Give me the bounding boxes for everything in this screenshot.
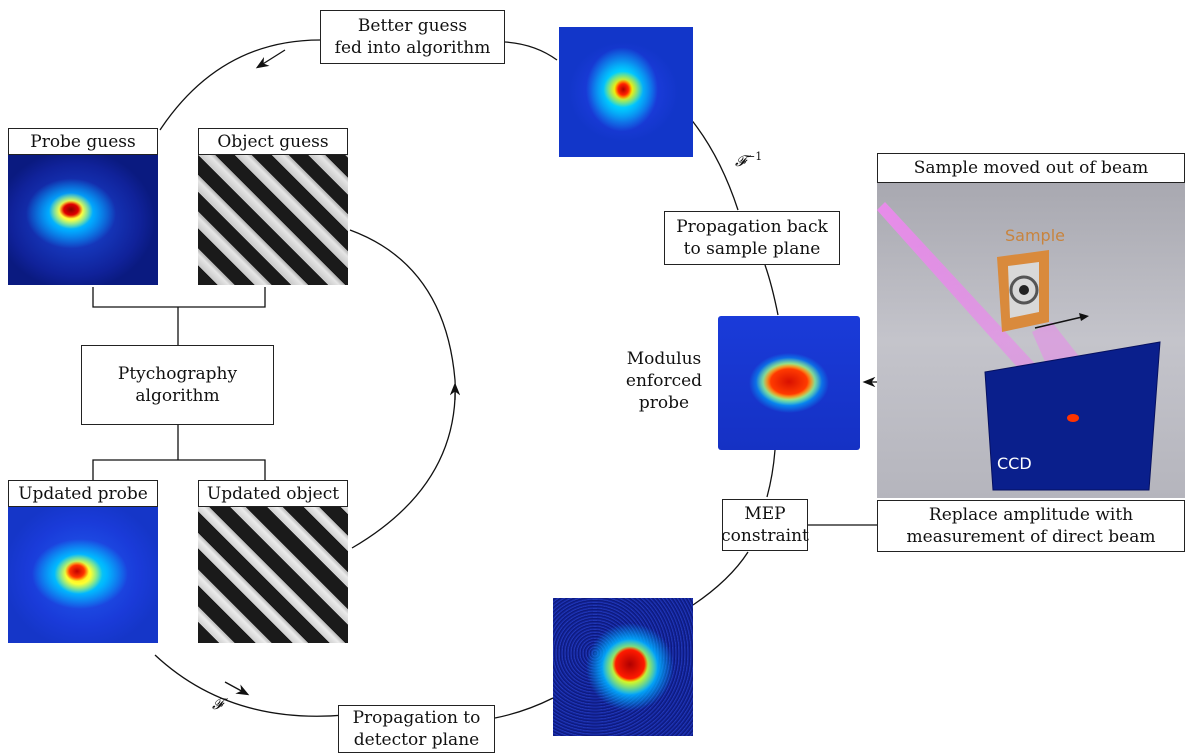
bracket-top (92, 287, 266, 345)
propagation-back-box: Propagation back to sample plane (664, 211, 840, 265)
sample-pattern (1009, 275, 1039, 305)
arc-bottom-left (154, 654, 346, 717)
updated-object-label: Updated object (198, 480, 348, 507)
modulus-label: Modulus enforced probe (625, 349, 703, 413)
move-arrow (1034, 316, 1083, 329)
scene-drawing: Sample CCD (877, 202, 1161, 491)
detector-pattern-image (553, 598, 693, 736)
experiment-scene: Sample CCD (877, 182, 1185, 498)
fourier-symbol: 𝓕 (212, 695, 224, 713)
updated-probe-label: Updated probe (8, 480, 158, 507)
arc-right-4 (692, 551, 749, 606)
ptychography-box: Ptychography algorithm (81, 345, 274, 425)
mep-constraint-box: MEP constraint (721, 499, 809, 551)
bracket-bottom (92, 425, 266, 480)
arrow-bottom (224, 681, 250, 696)
arc-right-1 (689, 117, 739, 211)
modulus-probe-image (718, 316, 860, 450)
updated-probe-image (8, 505, 158, 643)
arc-bottom-right (494, 697, 554, 719)
xray-beam (877, 202, 1052, 387)
arc-right-3 (766, 449, 776, 498)
better-guess-box: Better guess fed into algorithm (320, 10, 505, 64)
sample-label: Sample (1005, 226, 1065, 245)
updated-object-image (198, 505, 348, 643)
object-guess-label: Object guess (198, 128, 348, 155)
arc-right-2 (764, 264, 779, 316)
ccd-label: CCD (997, 454, 1032, 473)
ccd-spot (1067, 414, 1079, 422)
propagation-detector-box: Propagation to detector plane (338, 705, 495, 753)
probe-guess-label: Probe guess (8, 128, 158, 155)
sample-moved-box: Sample moved out of beam (877, 153, 1185, 183)
object-guess-image (198, 155, 348, 285)
arc-top-left (159, 39, 321, 131)
inverse-fourier-symbol: 𝓕−1 (735, 150, 763, 170)
replace-amplitude-box: Replace amplitude with measurement of di… (877, 500, 1185, 552)
probe-guess-image (8, 155, 158, 285)
arc-inner (349, 229, 456, 549)
top-probe-image (559, 27, 693, 157)
arrow-top (255, 49, 286, 69)
arc-top-right (504, 41, 558, 61)
